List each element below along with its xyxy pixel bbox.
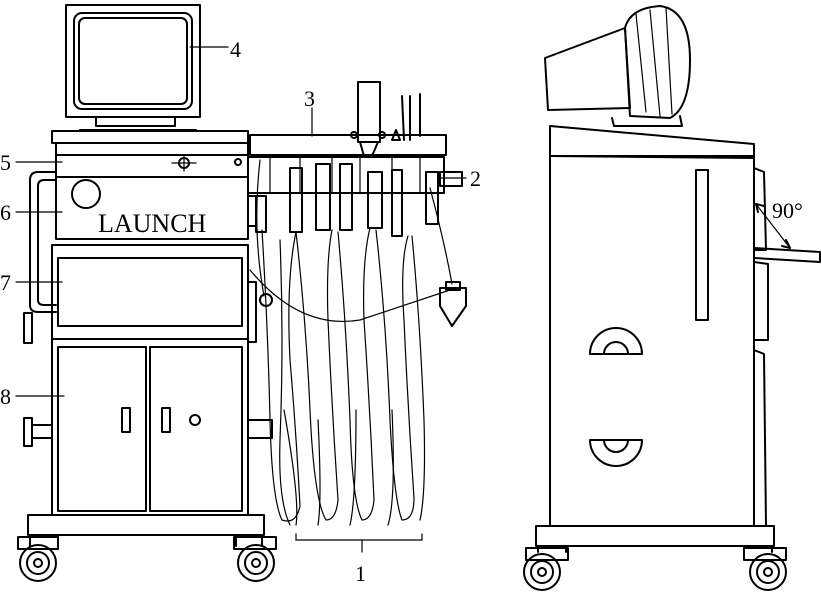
side-handle <box>29 171 57 313</box>
bumper-bracket <box>31 424 53 439</box>
callout-1: 1 <box>355 561 366 586</box>
callout-8: 8 <box>0 384 11 409</box>
monitor-side <box>544 5 691 127</box>
brand-panel: LAUNCH <box>55 176 249 240</box>
drawer-panel <box>51 244 249 340</box>
rear-post-upper <box>247 195 257 227</box>
cable-bundle <box>249 159 453 526</box>
leader-lines <box>15 46 467 397</box>
probe-set <box>255 81 467 327</box>
side-view: 90° <box>523 5 821 591</box>
tool-holder <box>247 131 447 194</box>
cabinet-top <box>51 130 249 156</box>
front-base <box>17 514 277 582</box>
callout-3: 3 <box>304 86 315 111</box>
control-strip <box>55 154 249 178</box>
callout-2: 2 <box>470 166 481 191</box>
callout-5: 5 <box>0 150 11 175</box>
callout-4: 4 <box>230 37 241 62</box>
monitor <box>65 4 201 131</box>
cabinet-side <box>549 125 821 527</box>
rear-post-middle <box>247 281 257 343</box>
side-bumper-upper <box>23 312 33 344</box>
lower-cabinet <box>51 338 249 516</box>
side-bumper-lower <box>23 417 33 447</box>
side-base <box>523 525 787 591</box>
bundle-bracket <box>295 533 423 553</box>
rear-post-lower <box>247 419 273 439</box>
angle-marker: 90° <box>755 198 803 249</box>
callout-6: 6 <box>0 200 11 225</box>
angle-label: 90° <box>772 198 803 223</box>
callout-7: 7 <box>0 270 11 295</box>
side-handle-inner <box>37 179 57 306</box>
brand-label: LAUNCH <box>98 209 207 238</box>
front-view: LAUNCH <box>0 4 481 586</box>
